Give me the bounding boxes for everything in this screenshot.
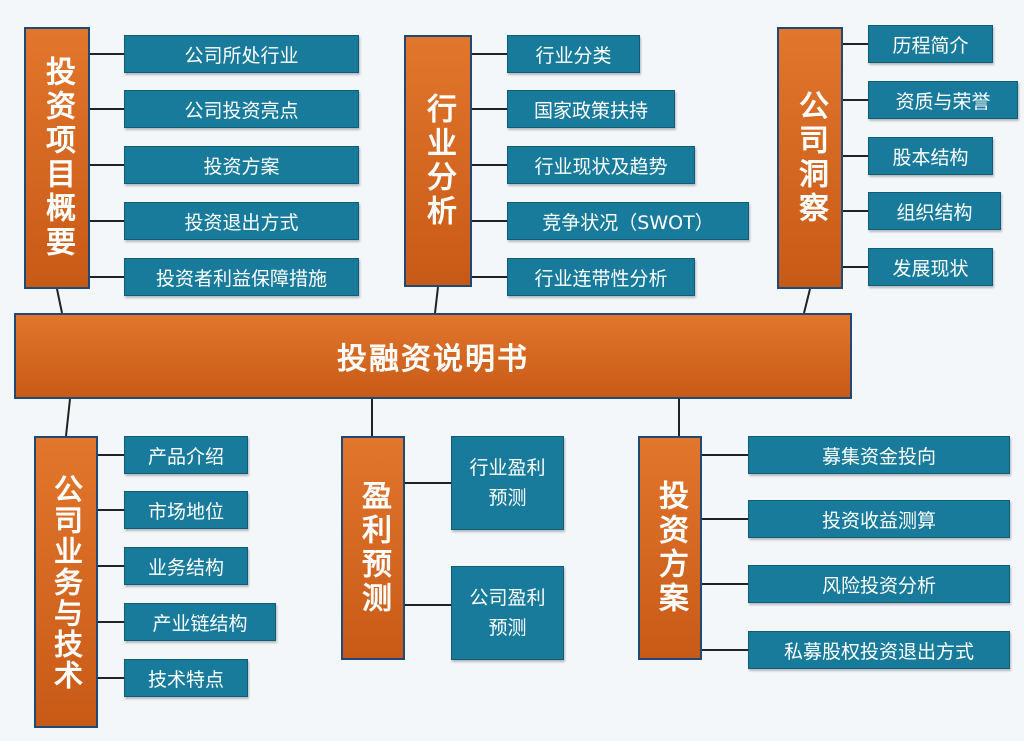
item-risk-analysis: 风险投资分析 (748, 565, 1010, 603)
center-title: 投融资说明书 (337, 342, 529, 377)
item-label: 发展现状 (892, 257, 969, 280)
item-exit-method: 投资退出方式 (124, 202, 359, 240)
item-industry-profit-forecast: 行业盈利预测 (451, 436, 564, 530)
connector-line (434, 286, 439, 314)
item-label: 历程简介 (892, 34, 969, 57)
item-label: 投资退出方式 (184, 211, 299, 234)
item-label: 业务结构 (147, 556, 224, 579)
item-label: 行业现状及趋势 (534, 155, 668, 178)
item-label: 资质与荣誉 (895, 90, 991, 113)
item-label: 私募股权投资退出方式 (783, 640, 974, 663)
item-label: 行业盈利预测 (469, 457, 546, 509)
item-label: 产品介绍 (147, 445, 224, 468)
item-development-status: 发展现状 (868, 248, 993, 286)
group-title: 盈利预测 (356, 480, 391, 616)
connector-line (803, 288, 811, 314)
item-label: 公司所处行业 (184, 44, 299, 67)
connector-line (56, 288, 63, 314)
connector-line (65, 398, 71, 437)
item-market-position: 市场地位 (124, 491, 248, 529)
item-label: 组织结构 (896, 201, 973, 224)
item-label: 技术特点 (147, 668, 224, 691)
group-title: 公司业务与技术 (49, 473, 84, 691)
item-investment-plan: 投资方案 (124, 146, 359, 184)
item-investment-highlights: 公司投资亮点 (124, 90, 359, 128)
item-industry-of-company: 公司所处行业 (124, 35, 359, 73)
group-title: 公司洞察 (793, 90, 828, 226)
group-industry-analysis: 行业分析 (404, 35, 472, 287)
group-title: 行业分析 (421, 93, 456, 229)
item-company-profit-forecast: 公司盈利预测 (451, 566, 564, 660)
group-profit-forecast: 盈利预测 (341, 436, 405, 660)
item-label: 投资者利益保障措施 (155, 267, 327, 290)
item-label: 行业连带性分析 (534, 267, 668, 290)
item-value-chain: 产业链结构 (124, 603, 276, 641)
group-title: 投资项目概要 (40, 56, 75, 260)
item-label: 投资方案 (203, 155, 280, 178)
item-industry-status-trend: 行业现状及趋势 (507, 146, 695, 184)
item-industry-classification: 行业分类 (507, 35, 640, 73)
item-investor-protection: 投资者利益保障措施 (124, 258, 359, 296)
item-label: 公司投资亮点 (184, 99, 299, 122)
item-product-intro: 产品介绍 (124, 436, 248, 474)
item-business-structure: 业务结构 (124, 547, 248, 585)
item-return-calculation: 投资收益测算 (748, 500, 1010, 538)
group-business-technology: 公司业务与技术 (34, 436, 98, 728)
item-label: 股本结构 (892, 146, 969, 169)
item-label: 投资收益测算 (821, 509, 936, 532)
item-qualifications-honors: 资质与荣誉 (868, 81, 1018, 119)
item-tech-features: 技术特点 (124, 659, 248, 697)
item-competition-swot: 竞争状况（SWOT） (507, 202, 749, 240)
item-equity-structure: 股本结构 (868, 137, 993, 175)
item-industry-linkage: 行业连带性分析 (507, 258, 695, 296)
item-fund-usage: 募集资金投向 (748, 436, 1010, 474)
group-company-insight: 公司洞察 (777, 27, 843, 289)
item-history: 历程简介 (868, 25, 993, 63)
item-label: 竞争状况（SWOT） (542, 211, 714, 234)
item-label: 市场地位 (147, 500, 224, 523)
item-label: 产业链结构 (152, 612, 248, 635)
item-pe-exit-method: 私募股权投资退出方式 (748, 631, 1010, 669)
item-label: 国家政策扶持 (533, 99, 648, 122)
group-project-overview: 投资项目概要 (24, 27, 90, 289)
center-title-box: 投融资说明书 (14, 313, 852, 399)
item-label: 风险投资分析 (821, 574, 936, 597)
item-label: 行业分类 (535, 44, 612, 67)
item-label: 公司盈利预测 (469, 587, 546, 639)
group-title: 投资方案 (653, 480, 688, 616)
item-policy-support: 国家政策扶持 (507, 90, 675, 128)
group-investment-plan: 投资方案 (638, 436, 702, 660)
item-label: 募集资金投向 (821, 445, 936, 468)
item-org-structure: 组织结构 (868, 192, 1001, 230)
